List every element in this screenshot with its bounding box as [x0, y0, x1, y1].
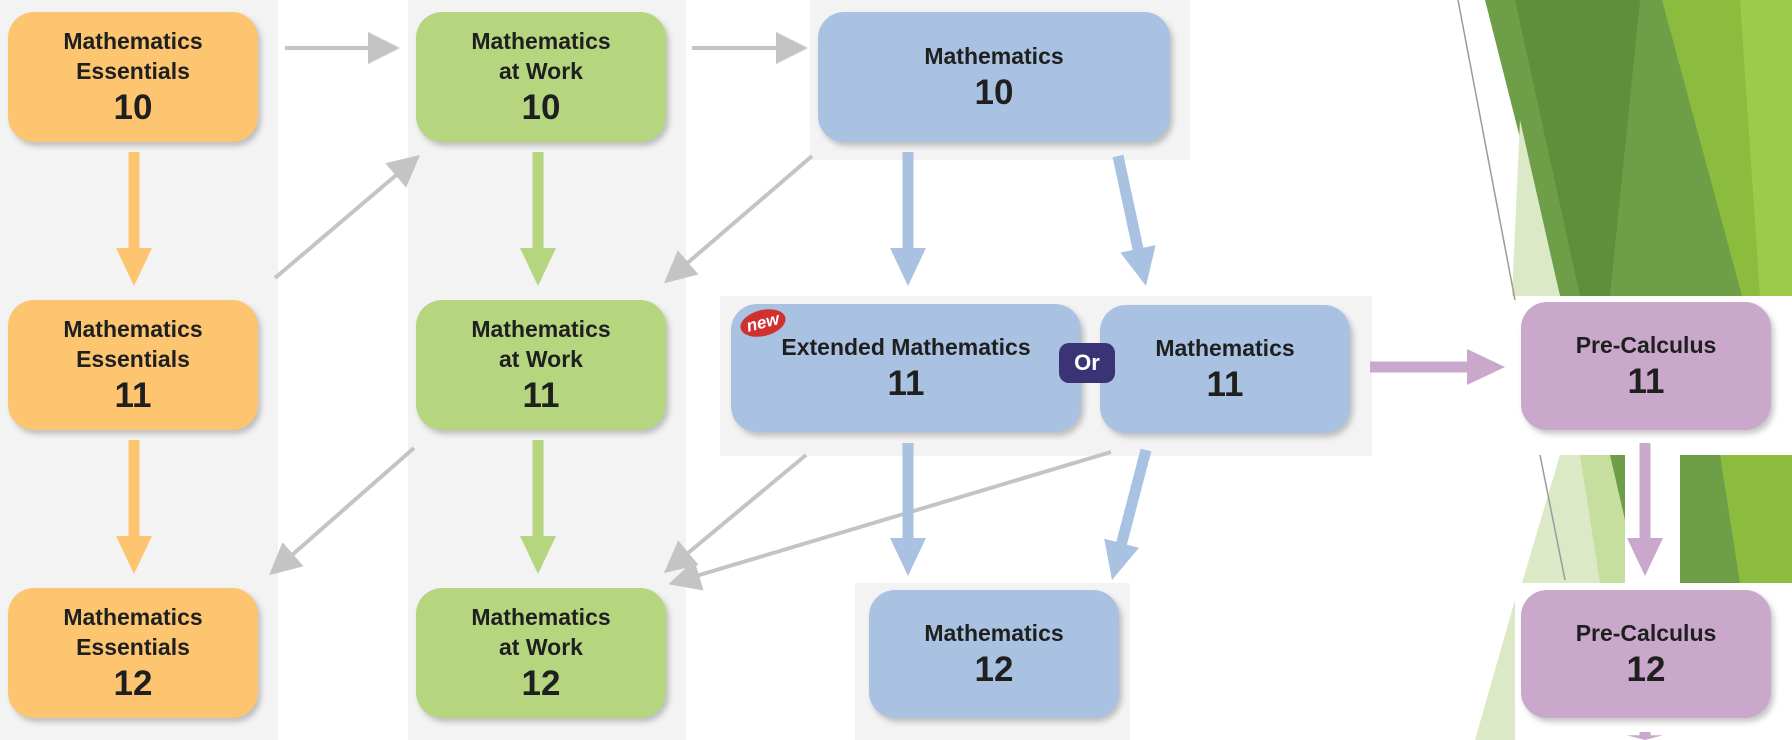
arrow-pc11-to-pc12	[1627, 443, 1663, 576]
or-badge: Or	[1059, 343, 1115, 383]
box-grade: 11	[522, 376, 560, 415]
box-extended-mathematics-11: Extended Mathematics 11	[731, 304, 1081, 432]
box-grade: 10	[521, 88, 561, 127]
box-grade: 10	[113, 88, 153, 127]
box-mathematics-11: Mathematics 11	[1100, 305, 1350, 433]
arrow-me11-to-mw10	[273, 154, 421, 280]
arrow-m11-to-mw12	[668, 450, 1112, 591]
green-theme-shape-bottom	[1475, 600, 1515, 740]
box-name: Mathematics	[1155, 335, 1295, 361]
arrow-em11-to-m12	[890, 443, 926, 576]
green-theme-shape-middle	[1522, 455, 1792, 583]
box-grade: 12	[1626, 650, 1666, 689]
green-theme-shape-top	[1485, 0, 1792, 296]
box-name: Mathematics Essentials	[63, 604, 203, 660]
arrow-m11-to-pc11	[1370, 349, 1505, 385]
box-name: Mathematics at Work	[471, 604, 611, 660]
arrow-pc12-to-below	[1627, 732, 1663, 740]
box-pre-calculus-12: Pre-Calculus 12	[1521, 590, 1771, 718]
box-grade: 11	[1627, 362, 1665, 401]
box-mathematics-at-work-12: Mathematics at Work 12	[416, 588, 666, 718]
arrow-m10-to-m11	[1112, 154, 1156, 286]
box-mathematics-at-work-11: Mathematics at Work 11	[416, 300, 666, 430]
box-name: Pre-Calculus	[1575, 620, 1717, 646]
box-grade: 11	[887, 364, 925, 403]
box-grade: 10	[974, 73, 1014, 112]
box-name: Pre-Calculus	[1575, 332, 1717, 358]
box-name: Mathematics Essentials	[63, 316, 203, 372]
box-grade: 12	[974, 650, 1014, 689]
box-name: Extended Mathematics	[781, 334, 1031, 360]
theme-lines	[1457, 0, 1566, 581]
box-name: Mathematics	[924, 620, 1064, 646]
box-mathematics-essentials-10: Mathematics Essentials 10	[8, 12, 258, 142]
box-grade: 11	[114, 376, 152, 415]
box-grade: 12	[113, 664, 153, 703]
arrow-mw10-to-mw11	[520, 152, 556, 286]
arrow-mw11-to-me12	[268, 446, 416, 576]
arrow-em11-to-mw12	[663, 453, 808, 574]
box-name: Mathematics at Work	[471, 316, 611, 372]
arrow-mw11-to-mw12	[520, 440, 556, 574]
box-grade: 12	[521, 664, 561, 703]
box-name: Mathematics Essentials	[63, 28, 203, 84]
arrow-m10-to-em11	[890, 152, 926, 286]
box-mathematics-12: Mathematics 12	[869, 590, 1119, 718]
box-mathematics-at-work-10: Mathematics at Work 10	[416, 12, 666, 142]
box-pre-calculus-11: Pre-Calculus 11	[1521, 302, 1771, 430]
box-mathematics-essentials-11: Mathematics Essentials 11	[8, 300, 258, 430]
arrow-m10-to-mw11	[663, 154, 814, 284]
arrow-me10-to-me11	[116, 152, 152, 286]
box-grade: 11	[1206, 365, 1244, 404]
box-mathematics-10: Mathematics 10	[818, 12, 1170, 142]
arrow-me11-to-me12	[116, 440, 152, 574]
box-name: Mathematics	[924, 43, 1064, 69]
box-name: Mathematics at Work	[471, 28, 611, 84]
box-mathematics-essentials-12: Mathematics Essentials 12	[8, 588, 258, 718]
arrow-m11-to-m12	[1104, 448, 1152, 580]
